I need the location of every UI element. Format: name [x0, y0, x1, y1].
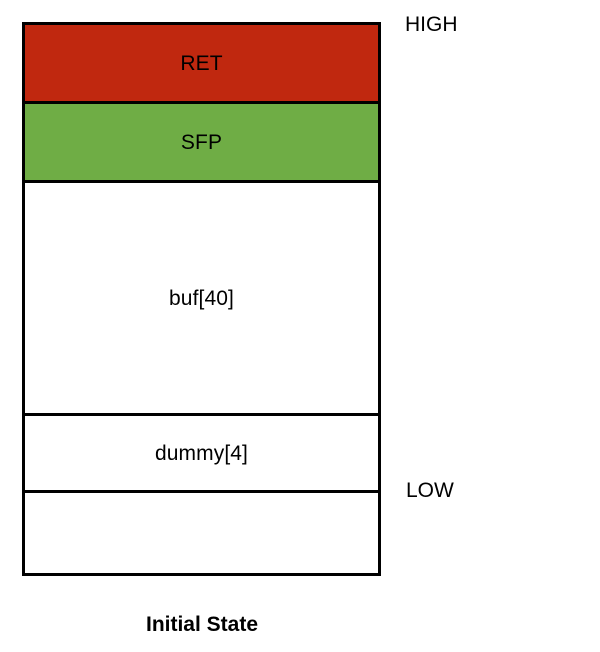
stack-cell-sfp: SFP	[25, 101, 378, 180]
stack-cell-buf-label: buf[40]	[169, 286, 234, 310]
diagram-caption: Initial State	[145, 613, 259, 636]
stack-cell-empty	[25, 490, 378, 567]
stack-cell-dummy: dummy[4]	[25, 413, 378, 490]
stack-cell-dummy-label: dummy[4]	[155, 441, 248, 465]
stack-cell-sfp-label: SFP	[180, 130, 223, 154]
address-marker-low: LOW	[406, 479, 454, 502]
stack-cell-ret-label: RET	[180, 51, 223, 75]
stack-cell-buf: buf[40]	[25, 180, 378, 413]
stack-cell-ret: RET	[25, 25, 378, 101]
address-marker-high: HIGH	[405, 13, 458, 36]
stack-column: RET SFP buf[40] dummy[4]	[22, 22, 381, 576]
